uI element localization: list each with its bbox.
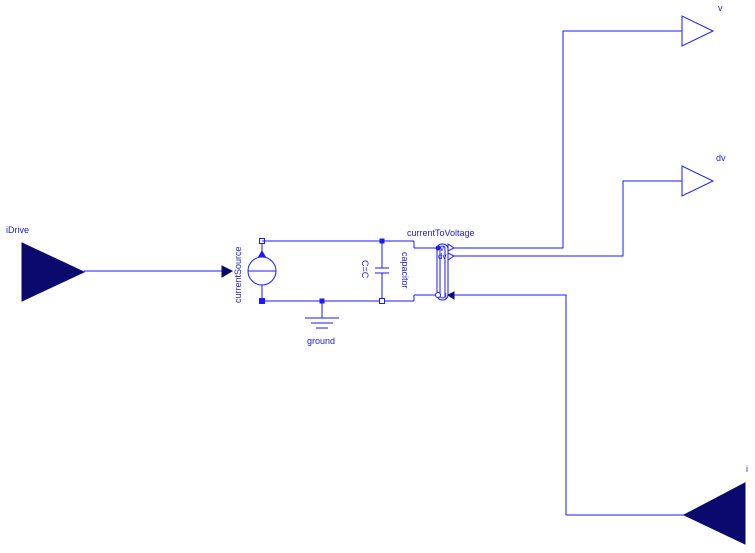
sensor-port-v-label: v bbox=[440, 244, 444, 253]
capacitor-top-junction bbox=[379, 238, 385, 244]
current-source[interactable] bbox=[247, 241, 277, 301]
ground-junction bbox=[319, 298, 325, 304]
sensor-port-dv-label: dv bbox=[438, 252, 446, 261]
sensor-positive-pin[interactable] bbox=[435, 245, 441, 251]
idrive-input-connector[interactable] bbox=[21, 242, 86, 302]
sensor-negative-pin[interactable] bbox=[435, 292, 441, 298]
ground[interactable] bbox=[305, 301, 339, 329]
capacitor[interactable] bbox=[375, 241, 389, 301]
capacitor-bottom-pin[interactable] bbox=[379, 298, 385, 304]
dv-output-connector[interactable] bbox=[681, 165, 715, 197]
sensor-dv-output-arrow[interactable] bbox=[447, 252, 455, 261]
wire-v-output bbox=[454, 30, 682, 249]
sensor-port-i-label: i bbox=[445, 292, 447, 301]
v-output-connector[interactable] bbox=[681, 15, 715, 47]
dv-output-label: dv bbox=[716, 153, 726, 163]
v-output-label: v bbox=[718, 3, 723, 13]
idrive-label: iDrive bbox=[6, 225, 29, 235]
current-to-voltage-label: currentToVoltage bbox=[407, 228, 475, 238]
wire-dv-output bbox=[454, 180, 682, 257]
ground-label: ground bbox=[307, 336, 335, 346]
sensor-i-input-arrow[interactable] bbox=[447, 291, 455, 300]
sensor-v-output-arrow[interactable] bbox=[447, 243, 455, 252]
i-input-connector[interactable] bbox=[682, 482, 746, 545]
source-input-arrow[interactable] bbox=[221, 265, 234, 278]
capacitor-value-label: C=C bbox=[360, 260, 370, 279]
current-to-voltage-sensor[interactable] bbox=[436, 243, 449, 301]
current-source-label: currentSource bbox=[233, 246, 243, 303]
capacitor-label: capacitor bbox=[400, 252, 410, 289]
i-input-label: i bbox=[746, 464, 748, 474]
wire-i-input bbox=[454, 294, 684, 516]
